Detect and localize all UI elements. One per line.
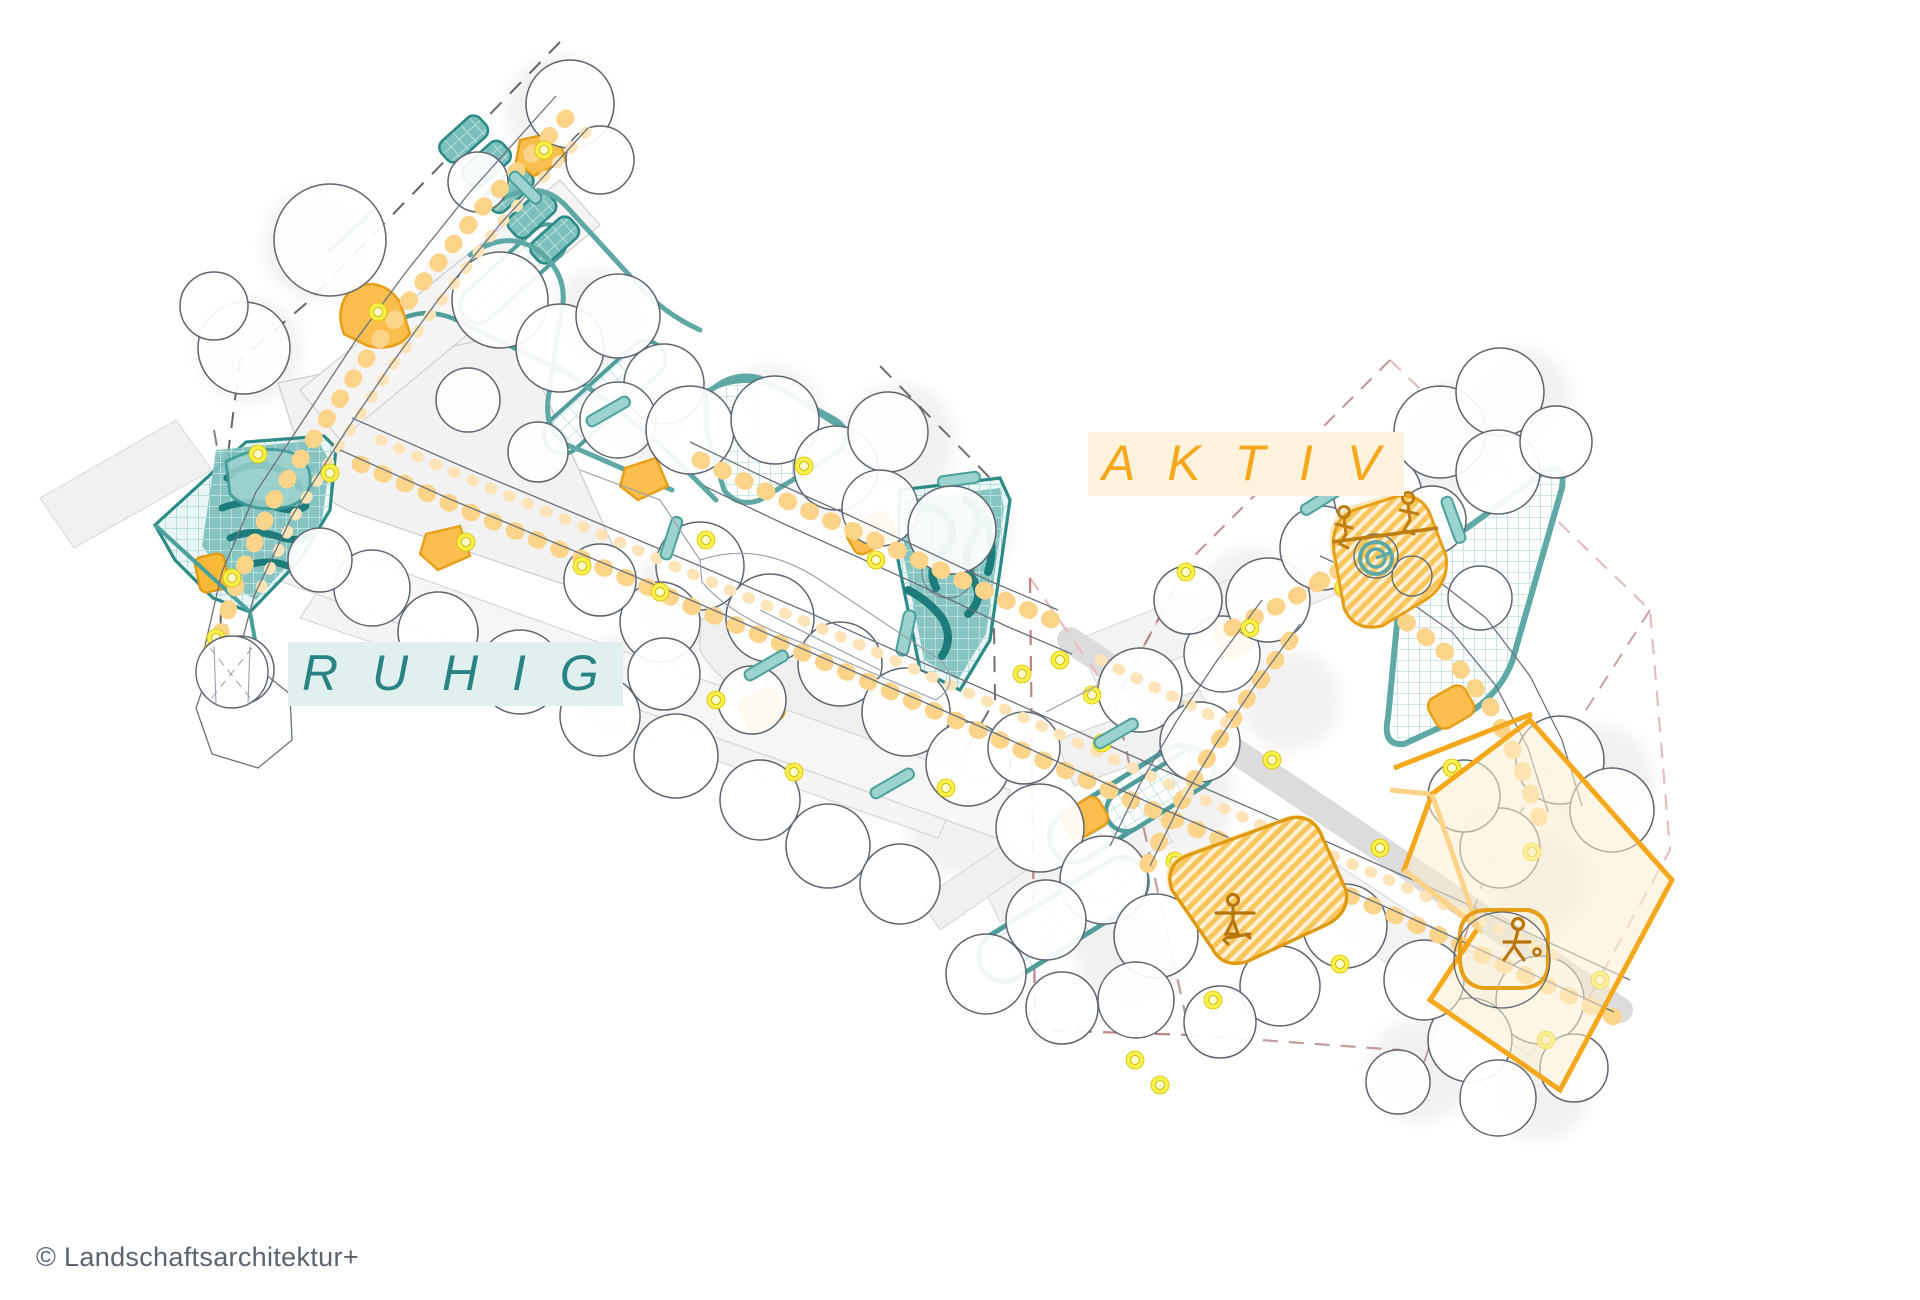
ball-player-icon	[1502, 916, 1542, 962]
surface-detail-outlines	[579, 469, 1101, 713]
playground-skate	[1165, 815, 1349, 966]
seesaw-figure-left	[1334, 505, 1354, 550]
seesaw-figure-right	[1398, 491, 1420, 536]
skateboarder-icon	[1214, 892, 1256, 946]
spiral-slide-icon	[1358, 540, 1394, 576]
zone-label-ruhig: R U H I G	[288, 642, 623, 706]
playground-north	[1329, 491, 1448, 629]
sports-field	[1389, 711, 1676, 1094]
copyright-credit: © Landschaftsarchitektur+	[36, 1242, 359, 1272]
zone-label-aktiv: A K T I V	[1088, 432, 1405, 496]
roundabout-southwest	[195, 635, 269, 709]
bench-elements	[508, 170, 1467, 800]
